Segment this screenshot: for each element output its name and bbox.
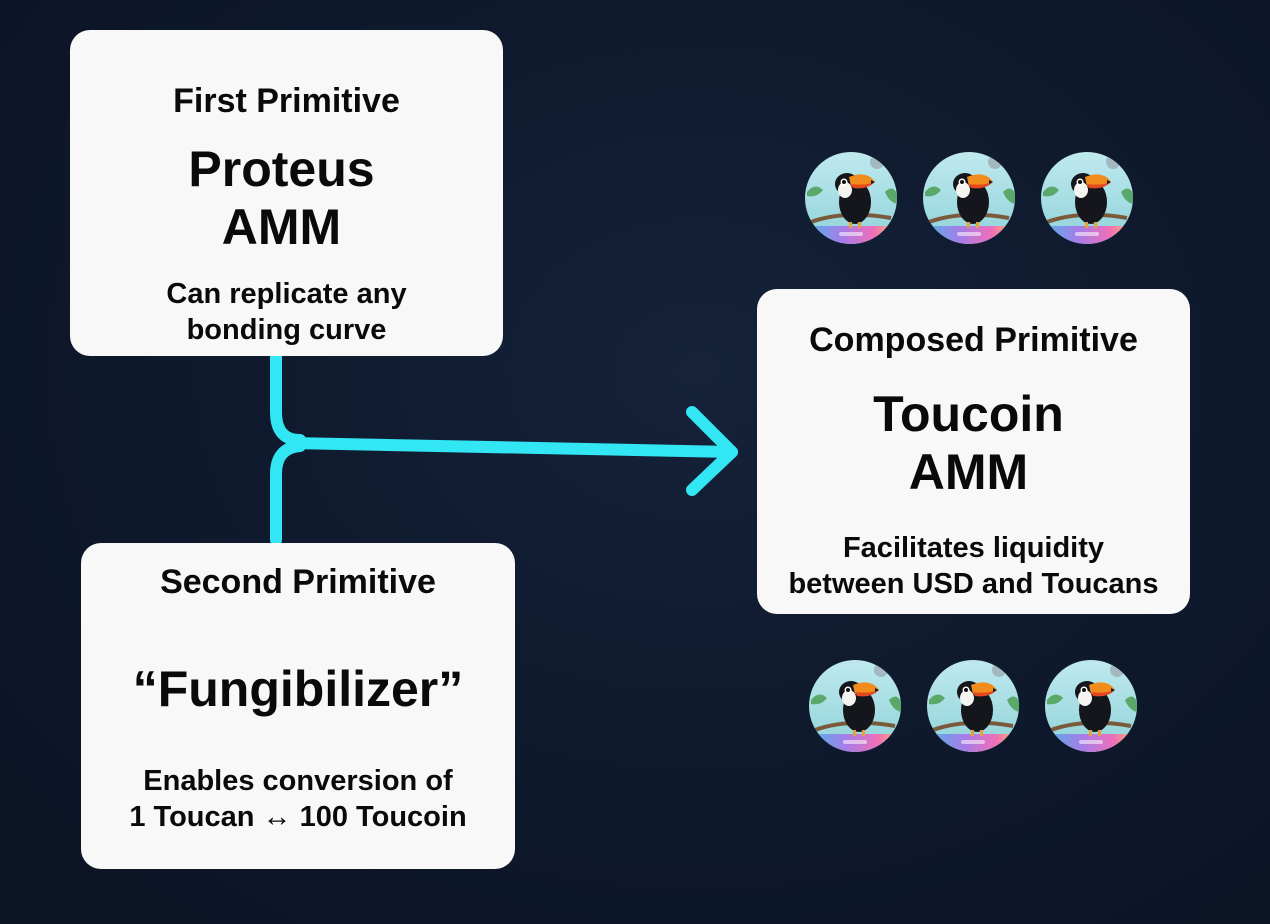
first-primitive-label: First Primitive	[173, 82, 400, 120]
toucan-nft-icon	[927, 660, 1019, 752]
connector-from-first	[270, 350, 306, 446]
first-primitive-title: Proteus AMM	[188, 141, 375, 255]
second-primitive-card: Second Primitive “Fungibilizer” Enables …	[81, 543, 515, 869]
connector-to-composed	[286, 437, 738, 458]
first-primitive-card: First Primitive Proteus AMM Can replicat…	[70, 30, 503, 356]
connector-from-second	[270, 440, 306, 546]
toucan-nft-icon	[1045, 660, 1137, 752]
composed-primitive-description: Facilitates liquidity between USD and To…	[788, 532, 1159, 600]
composed-primitive-card: Composed Primitive Toucoin AMM Facilitat…	[757, 289, 1190, 614]
second-primitive-label: Second Primitive	[160, 563, 436, 601]
toucan-nft-icon	[805, 152, 897, 244]
toucan-nft-icon	[923, 152, 1015, 244]
second-primitive-title: “Fungibilizer”	[132, 661, 464, 717]
second-primitive-description: Enables conversion of 1 Toucan ↔ 100 Tou…	[129, 765, 467, 833]
arrow-head	[686, 406, 738, 496]
composed-primitive-title: Toucoin AMM	[873, 386, 1064, 500]
toucan-nft-icon	[1041, 152, 1133, 244]
composed-primitive-label: Composed Primitive	[809, 321, 1138, 359]
toucan-nft-icon	[809, 660, 901, 752]
first-primitive-description: Can replicate any bonding curve	[166, 278, 407, 346]
